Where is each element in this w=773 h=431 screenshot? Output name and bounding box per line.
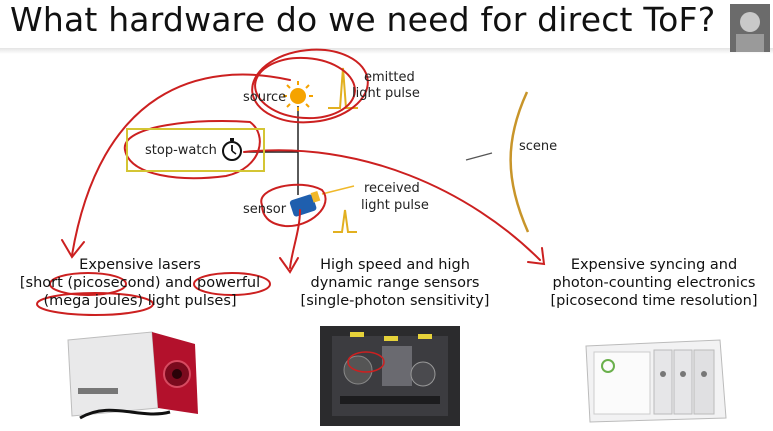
source-label: source: [243, 90, 287, 105]
received-label-2: light pulse: [361, 198, 429, 213]
laser-photo: [67, 331, 198, 420]
caption-lasers: Expensive lasers [short (picosecond) and…: [4, 256, 276, 310]
caption-electronics-line2: photon-counting electronics: [552, 275, 756, 291]
sun-icon: [283, 81, 313, 111]
received-pulse-icon: [333, 209, 357, 233]
scene-curve: [509, 91, 530, 233]
caption-sensors-line3: [single-photon sensitivity]: [300, 293, 490, 309]
emitted-label-2: light pulse: [352, 86, 420, 101]
emitted-label-1: emitted: [364, 70, 415, 85]
caption-electronics-line3: [picosecond time resolution]: [550, 293, 758, 309]
stopwatch-icon: [222, 138, 242, 161]
stopwatch-label: stop-watch: [145, 143, 217, 158]
stopwatch-box: [126, 128, 265, 172]
red-annotations: [36, 48, 546, 316]
caption-lasers-line1: Expensive lasers: [79, 257, 201, 273]
caption-electronics-line1: Expensive syncing and: [570, 257, 738, 273]
sensor-setup-photo: [320, 326, 460, 426]
caption-lasers-line2: [short (picosecond) and powerful: [19, 275, 261, 291]
caption-electronics: Expensive syncing and photon-counting el…: [538, 256, 770, 310]
electronics-photo: [585, 339, 727, 423]
scene-label: scene: [519, 139, 558, 154]
title-divider: [0, 48, 773, 54]
received-ray: [321, 185, 355, 195]
sensor-label: sensor: [243, 202, 287, 217]
presenter-thumbnail: [730, 4, 770, 52]
emitted-pulse-icon: [328, 67, 358, 109]
scene-tick: [465, 152, 493, 161]
caption-sensors: High speed and high dynamic range sensor…: [280, 256, 510, 310]
caption-sensors-line1: High speed and high: [320, 257, 470, 273]
received-label-1: received: [364, 181, 420, 196]
sensor-icon: [289, 191, 321, 217]
slide-title: What hardware do we need for direct ToF?: [10, 0, 716, 39]
caption-sensors-line2: dynamic range sensors: [310, 275, 480, 291]
caption-lasers-line3: (mega joules) light pulses]: [43, 293, 237, 309]
